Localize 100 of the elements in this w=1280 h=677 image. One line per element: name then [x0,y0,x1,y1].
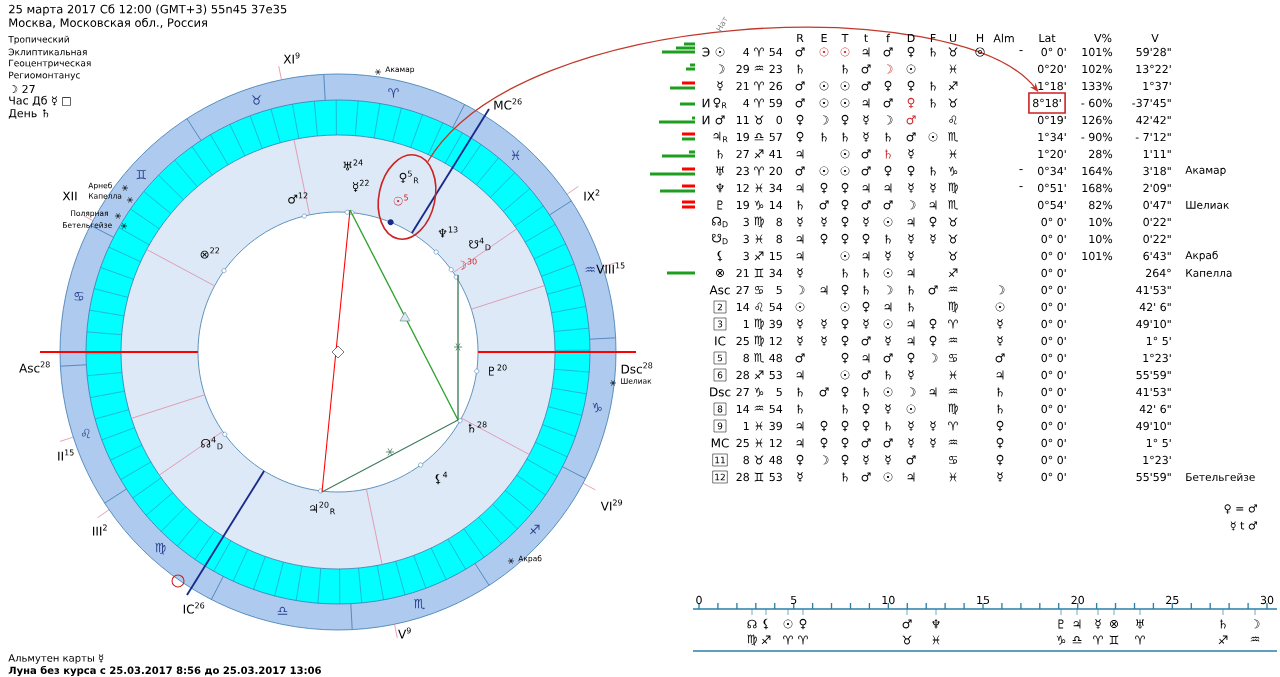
table-cell: ♂ [819,200,829,210]
table-cell: ♑ [754,200,764,210]
sign-glyph: ♐ [529,524,540,535]
sign-glyph: ♍ [155,542,166,555]
header-text: Тропический [8,35,69,45]
sign-glyph: ♓ [511,150,520,161]
table-cell: 21 [736,268,749,278]
scale-glyph: ♃ [1073,619,1081,629]
table-cell: ♃ [796,421,804,431]
table-cell: ⚸ [717,250,723,262]
table-cell: 15 [769,251,782,261]
table-cell: ♍ [948,301,958,313]
table-cell: 55'59" [1136,370,1171,380]
table-cell: ☽ [798,285,805,295]
table-cell: 0° 0' [1041,268,1066,278]
table-cell: ♀ [884,165,892,177]
house-number: 3 [713,317,727,331]
table-cell: 25 [736,438,749,448]
table-cell: ♄ [717,149,723,159]
cusp-label: VI$^{29}$ [600,499,623,511]
house-number: 12 [712,470,728,484]
table-cell: Капелла [1186,269,1232,277]
table-cell: ♀$_{R}$ [713,97,727,109]
table-cell: 0° 0' [1041,285,1066,295]
table-cell: ♀ [796,454,804,466]
table-cell: ♄ [842,404,848,414]
table-cell: 27 [736,285,749,295]
table-cell: ☉ [819,47,829,57]
table-cell: ♀ [841,420,849,432]
table-cell: ☿ [908,370,914,380]
table-cell: ♄ [930,81,936,91]
table-cell: ♂ [928,285,938,295]
table-cell: - 7'12" [1135,132,1171,142]
table-cell: ♏ [948,132,958,142]
table-cell: ♃ [796,370,804,380]
table-cell: ♓ [949,472,957,482]
table-cell: ♐ [948,81,958,91]
table-cell: ♀ [907,46,915,58]
table-cell: 0° 0' [1041,302,1066,312]
table-cell: ♃ [796,183,804,193]
table-cell: ♄ [797,64,803,74]
table-cell: ♀ [820,437,828,449]
rule-text: ☿ t ♂ [1230,521,1257,531]
table-cell: ♈ [754,166,764,176]
table-cell: ♃ [862,47,870,57]
table-cell: ☽ [822,115,829,125]
table-cell: ♍ [754,216,764,228]
table-cell: ☿ [997,336,1003,346]
table-cell: ♃ [907,217,915,227]
table-cell: ♂ [861,200,871,210]
table-cell: ♓ [949,370,957,380]
table-cell: ☿ [930,438,936,448]
table-cell: ☉ [840,370,850,380]
table-cell: ♃ [996,370,1004,380]
table-cell: ☿ [717,81,723,91]
table-cell: ♀ [862,233,870,245]
table-cell: 8 [776,217,782,227]
house-number: 2 [713,300,727,314]
table-cell: 48 [769,455,782,465]
table-cell: 1°18' [1038,81,1066,91]
table-cell: ♄ [930,98,936,108]
table-cell: ☋$_{D}$ [712,233,728,245]
table-cell: ☉ [840,302,850,312]
table-cell: 14 [769,201,783,209]
table-cell: ♑ [754,387,764,397]
scale-glyph: ♆ [932,619,940,629]
table-cell: ♐ [754,149,764,159]
table-cell: ♂ [795,98,805,108]
cusp-label: V$^{9}$ [398,627,411,639]
table-cell: 13°22' [1136,64,1171,74]
table-cell: 28 [736,472,749,482]
planet-glyph: ⊗$^{22}$ [200,247,219,259]
scale-glyph: ⊗ [1110,620,1118,628]
table-cell: ☉ [928,132,938,142]
table-cell: ☉ [819,166,829,176]
table-cell: ☿ [863,455,869,465]
table-cell: 0° 0' [1041,421,1066,431]
table-cell: ☿ [885,336,891,346]
table-cell: ♓ [949,149,957,159]
table-cell: ☿ [863,217,869,227]
table-cell: ♒ [754,65,764,71]
scale-glyph: ♈ [783,635,793,645]
table-cell: ☽ [886,115,893,125]
cusp-label: IC$^{26}$ [183,602,205,614]
table-cell: ♂ [715,115,725,125]
column-header: U [949,33,957,43]
table-cell: 27 [736,387,749,397]
table-cell: ☿ [821,336,827,346]
table-cell: ♂ [883,353,893,363]
table-cell: 6'43" [1143,251,1171,261]
table-cell: ☿ [908,251,914,261]
table-cell: 3 [743,234,749,244]
table-cell: ♊ [754,268,764,278]
column-header: R [797,34,804,42]
header-text: Час Дб ☿ □ [9,95,71,107]
table-cell: 0° 0' [1041,438,1066,448]
header-text: Эклиптикальная [8,48,87,56]
sign-glyph: ♋ [74,292,84,301]
table-cell: ☿ [797,319,803,329]
table-cell: ♅ [716,166,724,176]
